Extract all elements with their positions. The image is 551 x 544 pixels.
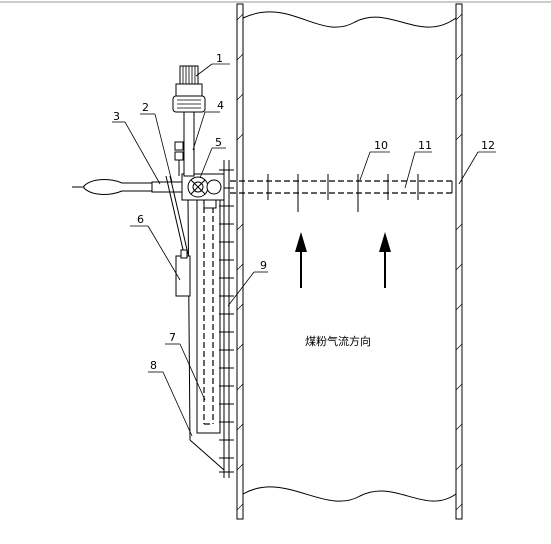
label-8: 8 bbox=[150, 359, 157, 372]
handle-grip bbox=[83, 179, 153, 195]
pipe-left-wall bbox=[236, 3, 244, 520]
label-4: 4 bbox=[217, 99, 224, 112]
pipe-top-break bbox=[242, 11, 457, 28]
side-assembly bbox=[165, 175, 191, 297]
pipe-bottom-break bbox=[242, 486, 457, 502]
upper-assembly bbox=[172, 65, 206, 177]
label-3: 3 bbox=[113, 110, 120, 123]
pipe-wall-hatch bbox=[236, 13, 463, 511]
label-7: 7 bbox=[169, 331, 176, 344]
upper-tube bbox=[183, 111, 195, 177]
label-9: 9 bbox=[260, 259, 267, 272]
label-11: 11 bbox=[418, 139, 432, 152]
label-5: 5 bbox=[215, 136, 222, 149]
leader-lines bbox=[112, 63, 496, 437]
scale-ruler bbox=[219, 160, 234, 478]
side-box bbox=[175, 255, 191, 297]
joint-valve bbox=[181, 173, 225, 209]
probe-rod-holes bbox=[267, 174, 419, 212]
pipe-right-wall bbox=[455, 3, 463, 520]
vertical-body bbox=[187, 194, 225, 471]
flow-arrow-left-head bbox=[295, 232, 307, 252]
flow-arrows bbox=[295, 232, 391, 288]
handle bbox=[72, 179, 189, 195]
label-1: 1 bbox=[216, 52, 223, 65]
flow-direction-caption: 煤粉气流方向 bbox=[305, 334, 371, 348]
probe-rod bbox=[230, 174, 453, 212]
label-12: 12 bbox=[481, 139, 495, 152]
label-6: 6 bbox=[137, 213, 144, 226]
label-10: 10 bbox=[374, 139, 388, 152]
pipe bbox=[236, 3, 463, 520]
label-2: 2 bbox=[142, 101, 149, 114]
flow-arrow-right-head bbox=[379, 232, 391, 252]
